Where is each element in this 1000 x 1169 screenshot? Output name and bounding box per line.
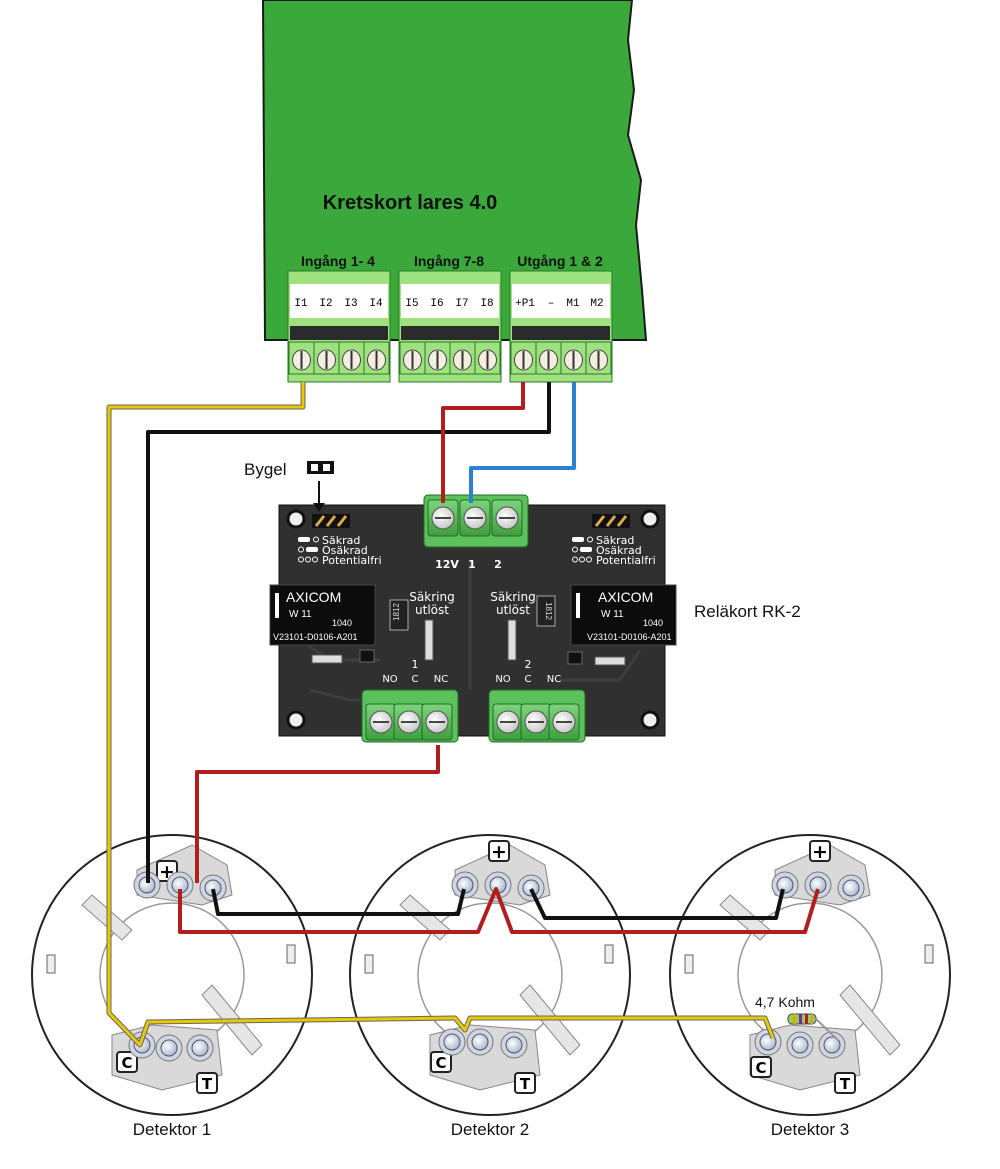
terminal-label-i5: I5 [405,298,418,310]
svg-text:1040: 1040 [332,618,352,628]
c-mark: C [435,1054,446,1072]
c-mark: C [755,1059,766,1077]
t-mark: T [520,1075,531,1093]
jumper-label: Bygel [244,460,287,479]
end-of-line-resistor: 4,7 Kohm [755,994,817,1025]
svg-text:C: C [525,674,532,685]
c-mark: C [121,1054,132,1072]
terminal-label-2: 2 [494,558,502,571]
fuse-2: 1812 Säkring utlöst [490,590,556,661]
terminal-label-i4: I4 [369,298,383,310]
relay-output-terminal-block-1 [361,689,459,743]
wire-black [146,382,785,920]
detector-2-label: Detektor 2 [451,1120,529,1139]
terminal-block-outputs-1-2: Utgång 1 & 2 +P1 – M1 M2 [509,253,613,383]
terminal-label-p1: +P1 [515,298,535,310]
fuse-2-sublabel: utlöst [496,603,530,617]
svg-text:NC: NC [434,674,448,685]
terminal-label-m2: M2 [590,298,603,310]
svg-text:1812: 1812 [544,602,553,620]
circuit-board-title: Kretskort lares 4.0 [323,192,498,214]
terminal-block-label: Utgång 1 & 2 [517,253,603,269]
channel-1-label: 1 [412,658,419,671]
terminal-label-i1: I1 [294,298,308,310]
relay-right: AXICOM W 11 1040 V23101-D0106-A201 [570,584,677,646]
wire-blue [469,382,576,503]
fuse-2-label: Säkring [490,590,535,604]
relay-output-terminal-block-2 [488,689,586,743]
svg-text:Osäkrad: Osäkrad [596,544,642,557]
fuse-1-sublabel: utlöst [415,603,449,617]
terminal-label-i7: I7 [455,298,468,310]
wire-yellow [106,382,839,1048]
detector-2: + C T [349,834,631,1116]
terminal-label-1: 1 [468,558,476,571]
svg-text:Potentialfri: Potentialfri [596,554,656,567]
relay-card-name: Reläkort RK-2 [694,602,801,621]
svg-text:W 11: W 11 [289,609,312,620]
terminal-label-i8: I8 [480,298,493,310]
svg-text:V23101-D0106-A201: V23101-D0106-A201 [587,632,672,642]
detector-1: + C T [31,834,313,1116]
detector-1-label: Detektor 1 [133,1120,211,1139]
detector-3: + C T [669,834,951,1116]
terminal-block-inputs-1-4: Ingång 1- 4 I1 I2 I3 I4 [287,253,391,383]
svg-text:Potentialfri: Potentialfri [322,554,382,567]
t-mark: T [202,1075,213,1093]
fuse-1: 1812 Säkring utlöst [389,590,455,661]
relay-left: AXICOM W 11 1040 V23101-D0106-A201 [269,584,376,646]
svg-text:Säkrad: Säkrad [322,534,360,547]
terminal-label-m1: M1 [566,298,580,310]
resistor-label: 4,7 Kohm [755,994,815,1010]
relay-card: Säkrad Osäkrad Potentialfri Säkrad Osäkr… [269,494,677,743]
svg-text:1040: 1040 [643,618,663,628]
svg-text:NC: NC [547,674,561,685]
plus-mark: + [812,841,828,863]
jumper-legend-left: Säkrad Osäkrad Potentialfri [298,534,382,567]
jumper-header-right [592,514,630,528]
wires [106,382,839,1048]
relay-input-terminal-block: 12V 1 2 [423,494,529,571]
svg-text:C: C [412,674,419,685]
terminal-label-12v: 12V [435,558,459,571]
jumper-header-left [312,514,350,528]
circuit-board: Kretskort lares 4.0 Ingång 1- 4 I1 I2 I3… [261,0,648,383]
terminal-label-minus: – [548,298,555,310]
terminal-label-i2: I2 [319,298,332,310]
svg-text:NO: NO [382,674,397,685]
svg-text:Säkrad: Säkrad [596,534,634,547]
detector-3-label: Detektor 3 [771,1120,849,1139]
terminal-block-inputs-7-8: Ingång 7-8 I5 I6 I7 I8 [398,253,502,383]
svg-text:1812: 1812 [392,603,401,621]
terminal-block-label: Ingång 1- 4 [301,253,375,269]
svg-text:Osäkrad: Osäkrad [322,544,368,557]
fuse-1-label: Säkring [409,590,454,604]
terminal-block-label: Ingång 7-8 [414,253,484,269]
jumper-legend-right: Säkrad Osäkrad Potentialfri [572,534,656,567]
jumper-callout: Bygel [244,460,334,512]
svg-text:AXICOM: AXICOM [598,589,653,605]
svg-text:V23101-D0106-A201: V23101-D0106-A201 [273,632,358,642]
terminal-label-i3: I3 [344,298,357,310]
channel-2-label: 2 [525,658,532,671]
wire-red [178,382,820,934]
plus-mark: + [491,841,507,863]
svg-text:AXICOM: AXICOM [286,589,341,605]
svg-text:NO: NO [495,674,510,685]
terminal-label-i6: I6 [430,298,443,310]
t-mark: T [840,1075,851,1093]
svg-text:W 11: W 11 [601,609,624,620]
